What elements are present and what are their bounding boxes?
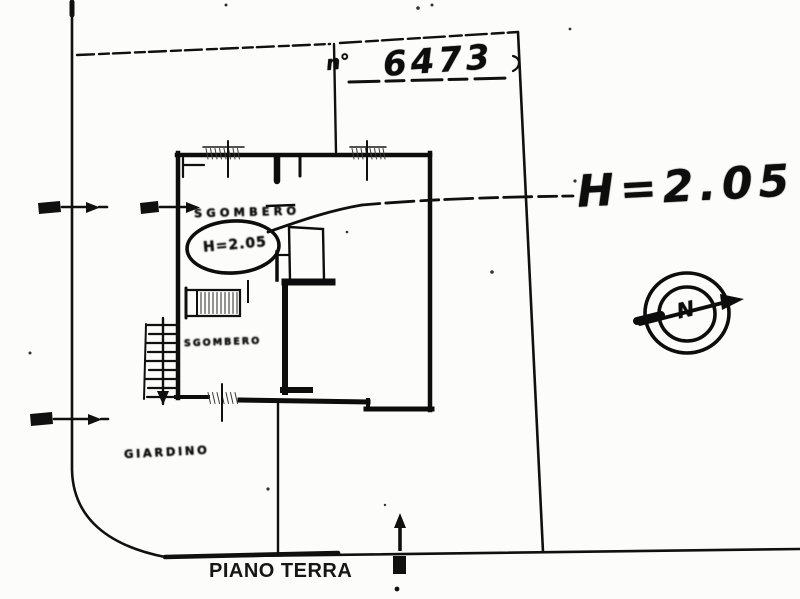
plot-boundary — [69, 0, 800, 560]
room-label-sgombero-2: SGOMBERO — [183, 335, 262, 350]
scan-noise — [28, 3, 577, 507]
compass-rose-icon — [633, 271, 744, 355]
access-arrows — [30, 201, 200, 426]
building-outline — [174, 150, 435, 413]
wall-openings — [181, 140, 387, 422]
plan-caption: PIANO TERRA — [209, 560, 353, 582]
gate-arrow — [393, 513, 406, 592]
interior-walls — [247, 203, 336, 395]
height-oval — [185, 219, 281, 275]
cupboard — [184, 286, 242, 320]
room-label-sgombero-1: SGOMBERO — [193, 203, 301, 221]
compass-north-letter: N — [674, 296, 697, 324]
height-annotation: H=2.05 — [575, 155, 797, 218]
parcel-number-underline — [347, 54, 521, 84]
parcel-number-prefix: n° — [324, 48, 352, 76]
exterior-stairs — [143, 316, 181, 406]
parcel-number: 6473 — [381, 37, 495, 85]
height-leader-line — [266, 194, 575, 234]
